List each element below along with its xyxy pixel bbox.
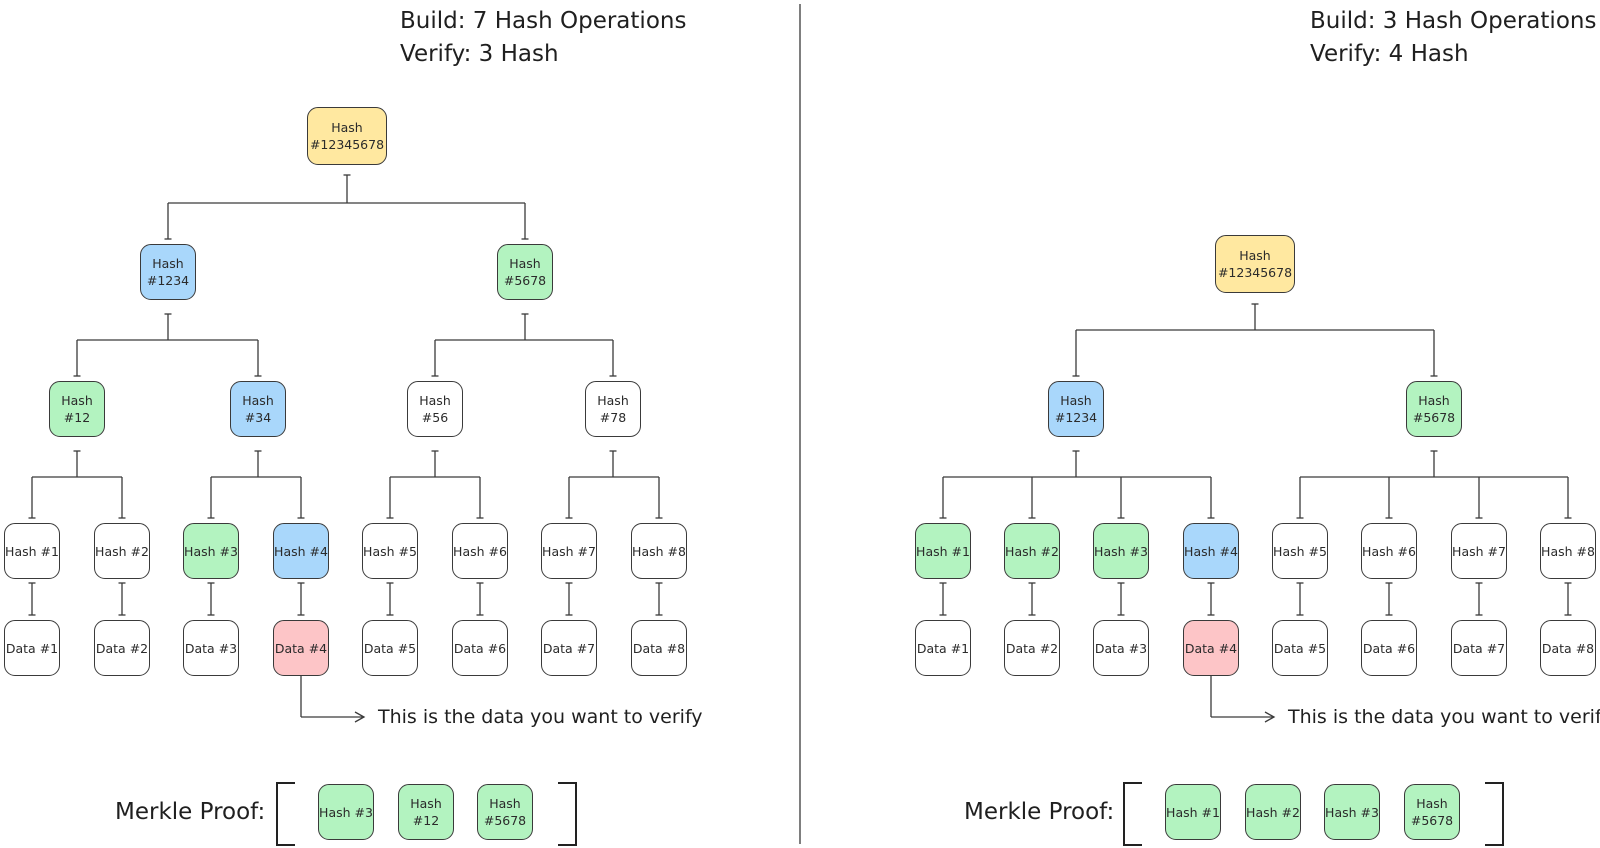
left-data-leaf-3: Data #3 [183,620,239,676]
left-hash-78-node: Hash #78 [585,381,641,437]
left-hash-1234-node: Hash #1234 [140,244,196,300]
left-root-node: Hash #12345678 [307,107,387,165]
right-proof-item-4: Hash #5678 [1404,784,1460,840]
right-verify-label: Verify: 4 Hash [1310,41,1469,67]
left-hash-leaf-6: Hash #6 [452,523,508,579]
left-data-leaf-4: Data #4 [273,620,329,676]
left-target-note: This is the data you want to verify [378,706,703,728]
left-proof-open-bracket [276,782,295,846]
right-proof-item-1: Hash #1 [1165,784,1221,840]
left-proof-item-3: Hash #5678 [477,784,533,840]
left-data-leaf-8: Data #8 [631,620,687,676]
right-hash-leaf-4: Hash #4 [1183,523,1239,579]
left-hash-leaf-7: Hash #7 [541,523,597,579]
left-data-leaf-2: Data #2 [94,620,150,676]
right-data-leaf-3: Data #3 [1093,620,1149,676]
left-hash-5678-node: Hash #5678 [497,244,553,300]
left-proof-close-bracket [558,782,577,846]
right-hash-leaf-7: Hash #7 [1451,523,1507,579]
left-hash-leaf-2: Hash #2 [94,523,150,579]
right-hash-5678-node: Hash #5678 [1406,381,1462,437]
right-data-leaf-2: Data #2 [1004,620,1060,676]
right-target-note: This is the data you want to verify [1288,706,1600,728]
left-hash-12-node: Hash #12 [49,381,105,437]
right-root-node: Hash #12345678 [1215,235,1295,293]
right-data-leaf-8: Data #8 [1540,620,1596,676]
left-hash-leaf-3: Hash #3 [183,523,239,579]
right-proof-item-2: Hash #2 [1245,784,1301,840]
left-hash-leaf-4: Hash #4 [273,523,329,579]
left-hash-leaf-5: Hash #5 [362,523,418,579]
right-proof-open-bracket [1123,782,1142,846]
left-build-label: Build: 7 Hash Operations [400,8,687,34]
right-hash-leaf-1: Hash #1 [915,523,971,579]
left-data-leaf-6: Data #6 [452,620,508,676]
left-hash-leaf-8: Hash #8 [631,523,687,579]
left-hash-56-node: Hash #56 [407,381,463,437]
left-proof-item-2: Hash #12 [398,784,454,840]
right-data-leaf-4: Data #4 [1183,620,1239,676]
left-hash-leaf-1: Hash #1 [4,523,60,579]
right-build-label: Build: 3 Hash Operations [1310,8,1597,34]
right-hash-leaf-3: Hash #3 [1093,523,1149,579]
right-hash-leaf-2: Hash #2 [1004,523,1060,579]
right-hash-leaf-8: Hash #8 [1540,523,1596,579]
right-data-leaf-5: Data #5 [1272,620,1328,676]
right-proof-close-bracket [1485,782,1504,846]
right-target-arrow-head [1264,711,1276,723]
right-hash-1234-node: Hash #1234 [1048,381,1104,437]
right-hash-leaf-6: Hash #6 [1361,523,1417,579]
right-data-leaf-6: Data #6 [1361,620,1417,676]
left-proof-item-1: Hash #3 [318,784,374,840]
left-data-leaf-5: Data #5 [362,620,418,676]
left-target-arrow-head [354,711,366,723]
right-proof-item-3: Hash #3 [1324,784,1380,840]
left-data-leaf-7: Data #7 [541,620,597,676]
right-hash-leaf-5: Hash #5 [1272,523,1328,579]
left-data-leaf-1: Data #1 [4,620,60,676]
left-hash-34-node: Hash #34 [230,381,286,437]
left-verify-label: Verify: 3 Hash [400,41,559,67]
right-data-leaf-1: Data #1 [915,620,971,676]
right-data-leaf-7: Data #7 [1451,620,1507,676]
right-merkle-proof-label: Merkle Proof: [964,799,1115,825]
left-merkle-proof-label: Merkle Proof: [115,799,266,825]
